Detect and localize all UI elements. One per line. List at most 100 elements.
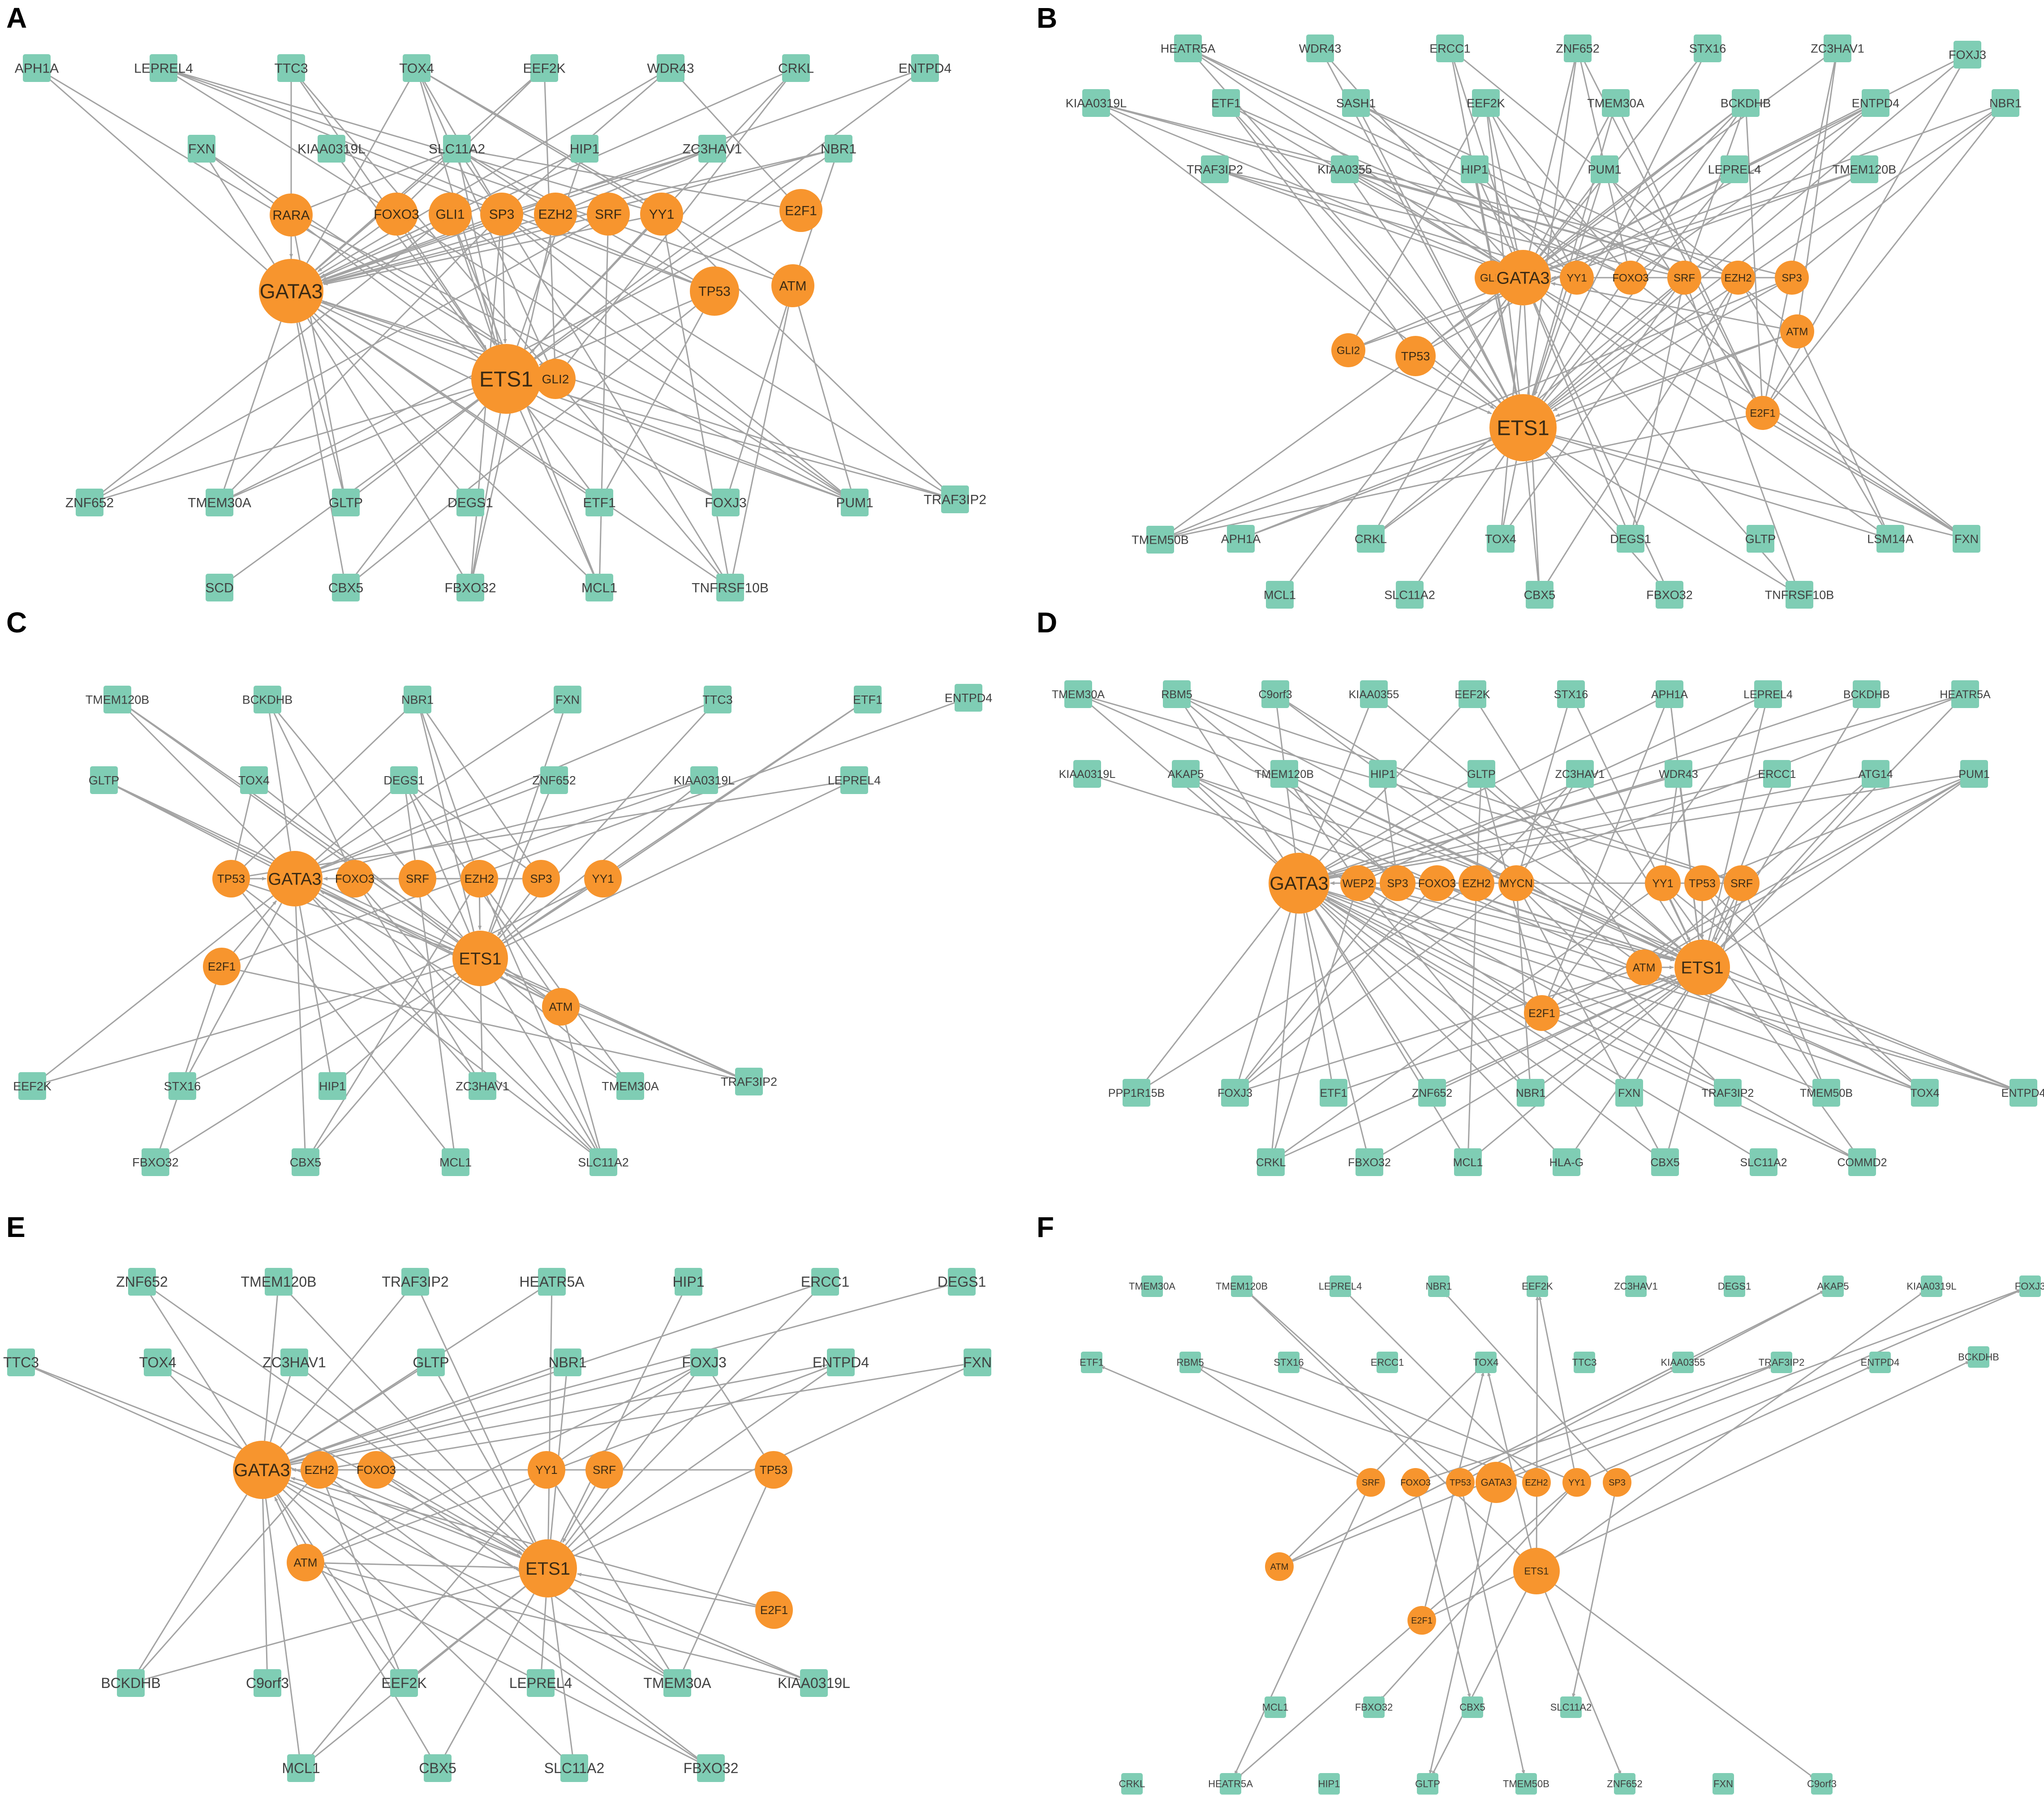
panel-label: C: [6, 606, 27, 639]
edge: [1273, 900, 1354, 1153]
gene-label: TRAF3IP2: [1759, 1357, 1805, 1368]
tf-node: EZH2: [1721, 261, 1755, 295]
edge: [1087, 696, 1725, 879]
gene-label: STX16: [164, 1079, 201, 1093]
gene-box: [1848, 1148, 1876, 1176]
gene-label: MCL1: [1453, 1156, 1483, 1169]
gene-node: ETF1: [1211, 89, 1241, 117]
edge: [1589, 1289, 2022, 1477]
gene-node: TMEM30A: [602, 1072, 659, 1100]
gene-node: MCL1: [282, 1754, 320, 1782]
tf-node: E2F1: [779, 189, 822, 232]
gene-label: ENTPD4: [945, 691, 993, 704]
edge: [311, 315, 465, 496]
gene-label: TNFRSF10B: [692, 581, 769, 596]
gene-label: EEF2K: [1454, 688, 1490, 701]
tf-node: TP53: [690, 266, 739, 316]
tf-node: FOXO3: [1400, 1468, 1431, 1497]
tf-circle: [1269, 853, 1330, 914]
gene-node: ATG14: [1858, 760, 1893, 788]
tf-node: TP53: [212, 860, 250, 898]
edge: [709, 1370, 764, 1455]
edge: [310, 224, 847, 499]
gene-box: [332, 574, 360, 601]
gene-box: [827, 1348, 855, 1376]
gene-label: TMEM50B: [1503, 1778, 1549, 1790]
edge: [1378, 447, 1497, 534]
edge: [277, 1494, 400, 1675]
edge: [301, 1368, 526, 1551]
tf-node: ETS1: [1513, 1548, 1560, 1594]
tf-circle: [375, 193, 418, 236]
edge: [1297, 1366, 1564, 1478]
edge: [1375, 301, 1510, 531]
gene-node: TNFRSF10B: [1765, 581, 1834, 609]
gene-label: MCL1: [581, 581, 617, 596]
gene-box: [811, 1268, 839, 1296]
gene-box: [1331, 155, 1359, 183]
gene-label: ZC3HAV1: [1555, 768, 1605, 781]
gene-box: [1951, 680, 1979, 708]
gene-box: [1179, 1352, 1201, 1373]
gene-label: HEATR5A: [1940, 688, 1991, 701]
gene-node: EEF2K: [381, 1669, 427, 1697]
gene-box: [206, 489, 233, 516]
gene-box: [1467, 760, 1495, 788]
edge: [1720, 781, 1870, 947]
gene-label: TMEM120B: [1255, 768, 1314, 781]
edge: [320, 71, 787, 279]
edge: [1185, 696, 1725, 878]
gene-node: FBXO32: [1646, 581, 1693, 609]
gene-node: SLC11A2: [578, 1148, 629, 1176]
gene-label: TOX4: [1473, 1357, 1498, 1368]
edge-layer: [1085, 696, 2015, 1159]
gene-label: GLTP: [1467, 768, 1495, 781]
gene-box: [1377, 1352, 1398, 1373]
edge: [1105, 104, 1776, 275]
tf-circle: [1331, 333, 1365, 367]
gene-node: EEF2K: [523, 54, 566, 82]
edge: [551, 1597, 574, 1759]
gene-box: [456, 489, 484, 516]
gene-label: C9orf3: [246, 1675, 289, 1691]
gene-node: GLTP: [1415, 1773, 1440, 1795]
gene-label: FBXO32: [444, 581, 496, 596]
gene-box: [1342, 89, 1370, 117]
gene-node: TOX4: [399, 54, 434, 82]
edge-layer: [1100, 1289, 2022, 1779]
gene-node: TOX4: [1911, 1079, 1940, 1107]
gene-label: MCL1: [1262, 1702, 1289, 1713]
edge: [1584, 782, 1688, 945]
gene-box: [590, 1148, 617, 1176]
gene-box: [1564, 34, 1592, 62]
edge: [1550, 108, 1998, 410]
tf-circle: [755, 1591, 793, 1629]
tf-circle: [1476, 1462, 1517, 1503]
gene-label: CRKL: [778, 61, 814, 76]
tf-label: SRF: [1730, 877, 1753, 890]
panel-label: E: [6, 1211, 26, 1243]
gene-node: DEGS1: [1610, 525, 1651, 553]
gene-label: ZC3HAV1: [683, 142, 742, 157]
gene-node: TOX4: [139, 1348, 176, 1376]
edge: [1328, 892, 1916, 1091]
edge: [353, 306, 696, 582]
edge: [435, 782, 696, 873]
edge: [273, 707, 463, 938]
edge: [505, 969, 740, 1078]
gene-node: CBX5: [1459, 1696, 1485, 1718]
gene-node: KIAA0319L: [1906, 1275, 1957, 1297]
gene-box: [841, 489, 869, 516]
edge: [140, 1575, 520, 1681]
edge: [1306, 912, 1368, 1153]
edge: [1477, 702, 1635, 953]
gene-label: HIP1: [1461, 163, 1488, 176]
tf-label: GLI1: [435, 207, 465, 222]
edge: [337, 156, 486, 352]
gene-box: [585, 489, 613, 516]
gene-label: NBR1: [1989, 96, 2022, 110]
tf-circle: [1562, 1468, 1591, 1497]
edge: [158, 984, 216, 1154]
gene-label: HEATR5A: [519, 1274, 585, 1290]
